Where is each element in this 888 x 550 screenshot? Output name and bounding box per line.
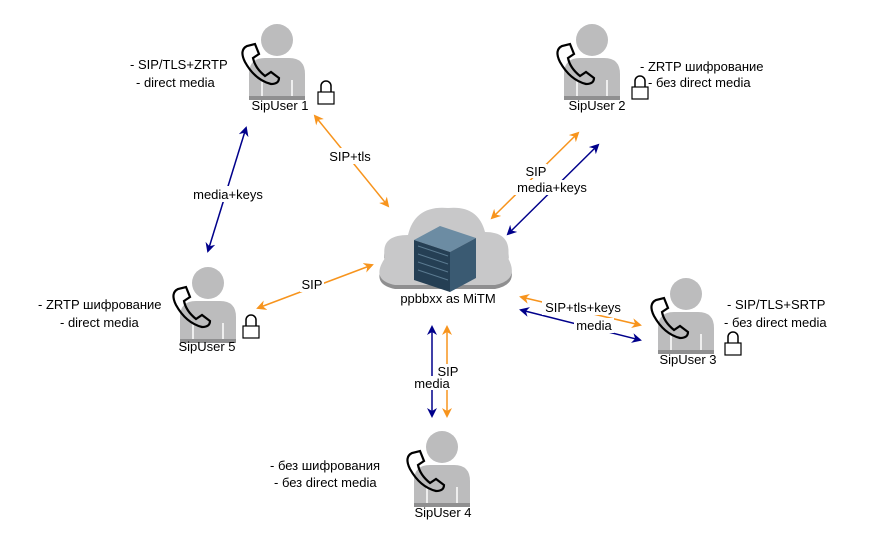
user-label: SipUser 2 (568, 98, 625, 113)
sip-user-3: SipUser 3 - SIP/TLS+SRTP - без direct me… (650, 276, 827, 367)
label-u2-sip: SIP (526, 164, 547, 179)
label-u3-sip: SIP+tls+keys (545, 300, 621, 315)
user-note: - без direct media (724, 315, 827, 330)
user-label: SipUser 3 (659, 352, 716, 367)
user-note: - ZRTP шифрование (640, 59, 764, 74)
sip-user-1: SipUser 1 - SIP/TLS+ZRTP - direct media (130, 22, 335, 113)
server-label: ppbbxx as MiTM (400, 291, 495, 306)
label-u3-media: media (576, 318, 612, 333)
user-note: - direct media (136, 75, 216, 90)
label-u4-sip: SIP (438, 364, 459, 379)
user-note: - без direct media (648, 75, 751, 90)
user-label: SipUser 4 (414, 505, 471, 520)
user-note: - без шифрования (270, 458, 380, 473)
user-note: - ZRTP шифрование (38, 297, 162, 312)
label-u1-server: SIP+tls (329, 149, 371, 164)
server-cloud: ppbbxx as MiTM (379, 207, 512, 306)
person-phone-icon (172, 265, 238, 345)
user-note: - direct media (60, 315, 140, 330)
link-labels: SIP+tls media+keys SIP media+keys SIP SI… (188, 148, 624, 391)
person-phone-icon (406, 429, 472, 509)
lock-icon (631, 75, 649, 100)
label-u1-u5: media+keys (193, 187, 263, 202)
lock-icon (724, 331, 742, 356)
sip-user-4: SipUser 4 - без шифрования - без direct … (270, 429, 472, 520)
person-phone-icon (241, 22, 307, 102)
person-phone-icon (556, 22, 622, 102)
person-phone-icon (650, 276, 716, 356)
lock-icon (317, 80, 335, 105)
sip-user-2: SipUser 2 - ZRTP шифрование - без direct… (556, 22, 764, 113)
label-u4-media: media (414, 376, 450, 391)
sip-user-5: SipUser 5 - ZRTP шифрование - direct med… (38, 265, 260, 354)
user-note: - без direct media (274, 475, 377, 490)
user-note: - SIP/TLS+ZRTP (130, 57, 228, 72)
lock-icon (242, 314, 260, 339)
label-u5-sip: SIP (302, 277, 323, 292)
user-label: SipUser 1 (251, 98, 308, 113)
user-label: SipUser 5 (178, 339, 235, 354)
label-u2-media: media+keys (517, 180, 587, 195)
user-note: - SIP/TLS+SRTP (727, 297, 825, 312)
server-icon (414, 226, 476, 292)
